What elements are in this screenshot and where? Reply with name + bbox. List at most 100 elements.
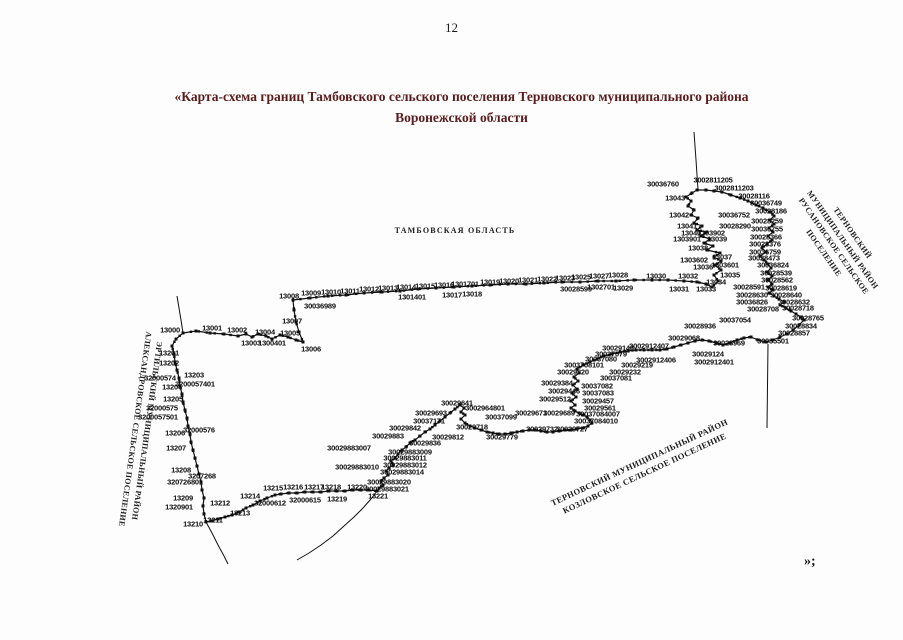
cadastral-point-label: 13201	[159, 348, 179, 358]
cadastral-point-label: 30029812	[432, 432, 464, 442]
cadastral-point-label: 30029671	[515, 408, 547, 418]
cadastral-point-label: 30037083	[582, 388, 614, 398]
cadastral-point-label: 30029842	[389, 423, 421, 433]
cadastral-point-label: 13016	[434, 280, 454, 290]
cadastral-point-label: 3002811205	[693, 175, 733, 185]
cadastral-point-label: 30036755	[751, 224, 783, 234]
map-title-line1: «Карта-схема границ Тамбовского сельског…	[174, 89, 749, 104]
cadastral-point-label: 3002811203	[714, 183, 754, 193]
cadastral-point-label: 13038	[688, 243, 708, 253]
cadastral-point-label: 13214	[240, 491, 260, 501]
cadastral-point-label: 1303602	[680, 255, 708, 265]
cadastral-point-label: 30028630	[736, 290, 768, 300]
cadastral-point-label: 13006	[301, 344, 321, 354]
cadastral-point-label: 30029883011	[383, 453, 427, 463]
cadastral-point-label: 13035	[720, 270, 740, 280]
cadastral-point-label: 30028376	[749, 239, 781, 249]
cadastral-point-label: 30028936	[684, 321, 716, 331]
cadastral-point-label: 1301401	[398, 292, 426, 302]
cadastral-point-label: 32000575	[146, 403, 178, 413]
cadastral-point-label: 13027	[589, 271, 609, 281]
cadastral-point-label: 13217	[304, 482, 324, 492]
cadastral-point-label: 30029068	[668, 333, 700, 343]
cadastral-point-label: 3002912406	[636, 355, 676, 365]
cadastral-point-label: 30029883	[372, 431, 404, 441]
cadastral-point-label: 13221	[368, 491, 388, 501]
cadastral-point-label: 13017	[442, 290, 462, 300]
page-number: 12	[445, 20, 458, 35]
cadastral-point-label: 3002912407	[629, 341, 669, 351]
boundary-left-top-tail	[176, 295, 184, 334]
cadastral-point-label: 13002	[227, 325, 247, 335]
cadastral-point-label: 30029779	[486, 432, 518, 442]
cadastral-point-label: 13005	[280, 328, 300, 338]
cadastral-point-label: 13207	[166, 443, 186, 453]
cadastral-point-label: 13034	[706, 277, 726, 287]
cadastral-point-label: 13209	[173, 493, 193, 503]
cadastral-point-label: 30029883014	[380, 467, 424, 477]
cadastral-point-label: 30029512	[539, 394, 571, 404]
cadastral-point-label: 13206	[165, 428, 185, 438]
cadastral-point-label: 13039	[707, 234, 727, 244]
cadastral-point-label: 13020	[499, 276, 519, 286]
cadastral-point-label: 13000	[160, 325, 180, 335]
cadastral-point-label: 30029883012	[383, 460, 427, 470]
cadastral-point-label: 13208	[171, 465, 191, 475]
cadastral-point-label: 1303902	[697, 228, 725, 238]
cadastral-point-label: 30028116	[738, 191, 770, 201]
cadastral-point-label: 30029320	[557, 367, 589, 377]
cadastral-point-label: 13012	[359, 284, 379, 294]
cadastral-point-label: 1303601	[711, 260, 739, 270]
cadastral-point-label: 13031	[669, 284, 689, 294]
cadastral-point-label: 30029446	[548, 386, 580, 396]
cadastral-point-label: 30028259	[751, 216, 783, 226]
cadastral-point-label: 30029148	[602, 343, 634, 353]
cadastral-point-label: 30028562	[761, 275, 793, 285]
cadastral-point-label: 13001	[202, 323, 222, 333]
cadastral-point-label: 3002964801	[465, 403, 505, 413]
cadastral-point-label: 30029883009	[388, 447, 432, 457]
cadastral-point-label: 32000615	[289, 495, 321, 505]
cadastral-point-label: 13023	[555, 273, 575, 283]
cadastral-point-label: 30035501	[757, 336, 789, 346]
cadastral-point-label: 30029836	[409, 438, 441, 448]
cadastral-point-label: 13018	[462, 289, 482, 299]
cadastral-point-label: 30028857	[778, 328, 810, 338]
cadastral-point-label: 13218	[321, 482, 341, 492]
cadastral-point-label: 13010	[321, 287, 341, 297]
cadastral-point-label: 13202	[159, 358, 179, 368]
cadastral-point-label: 13007	[282, 316, 302, 326]
cadastral-point-label: 30037084007	[576, 409, 620, 419]
cadastral-point-label: 30029883020	[367, 477, 411, 487]
cadastral-point-label: 30029883007	[327, 443, 371, 453]
cadastral-point-label: 30029718	[456, 422, 488, 432]
map-title: «Карта-схема границ Тамбовского сельског…	[55, 87, 868, 129]
cadastral-point-label: 30036752	[718, 210, 750, 220]
cadastral-point-label: 13212	[210, 498, 230, 508]
cadastral-point-label: 30029732	[526, 424, 558, 434]
cadastral-point-label: 3003708101	[564, 360, 604, 370]
cadastral-point-label: 13015	[415, 281, 435, 291]
cadastral-point-label: 13205	[163, 394, 183, 404]
cadastral-point-label: 13040	[681, 228, 701, 238]
cadastral-point-label: 30029727	[556, 424, 588, 434]
cadastral-point-label: 30028765	[792, 313, 824, 323]
boundary-right-vertical	[766, 343, 769, 429]
cadastral-point-label: 30029457	[582, 396, 614, 406]
cadastral-point-label: 3002912401	[694, 357, 734, 367]
cadastral-point-label: 1320901	[165, 502, 193, 512]
cadastral-point-label: 30028366	[750, 232, 782, 242]
closing-mark: »;	[804, 554, 816, 569]
cadastral-point-label: 30029641	[441, 398, 473, 408]
cadastral-point-label: 13014	[396, 282, 416, 292]
cadastral-point-label: 30036749	[750, 198, 782, 208]
cadastral-point-label: 32000574	[144, 373, 176, 383]
cadastral-point-label: 1302701	[587, 282, 615, 292]
cadastral-point-label: 13030	[646, 271, 666, 281]
cadastral-point-label: 30029689	[543, 408, 575, 418]
cadastral-point-label: 30036759	[749, 247, 781, 257]
cadastral-point-label: 320726801	[167, 477, 203, 487]
